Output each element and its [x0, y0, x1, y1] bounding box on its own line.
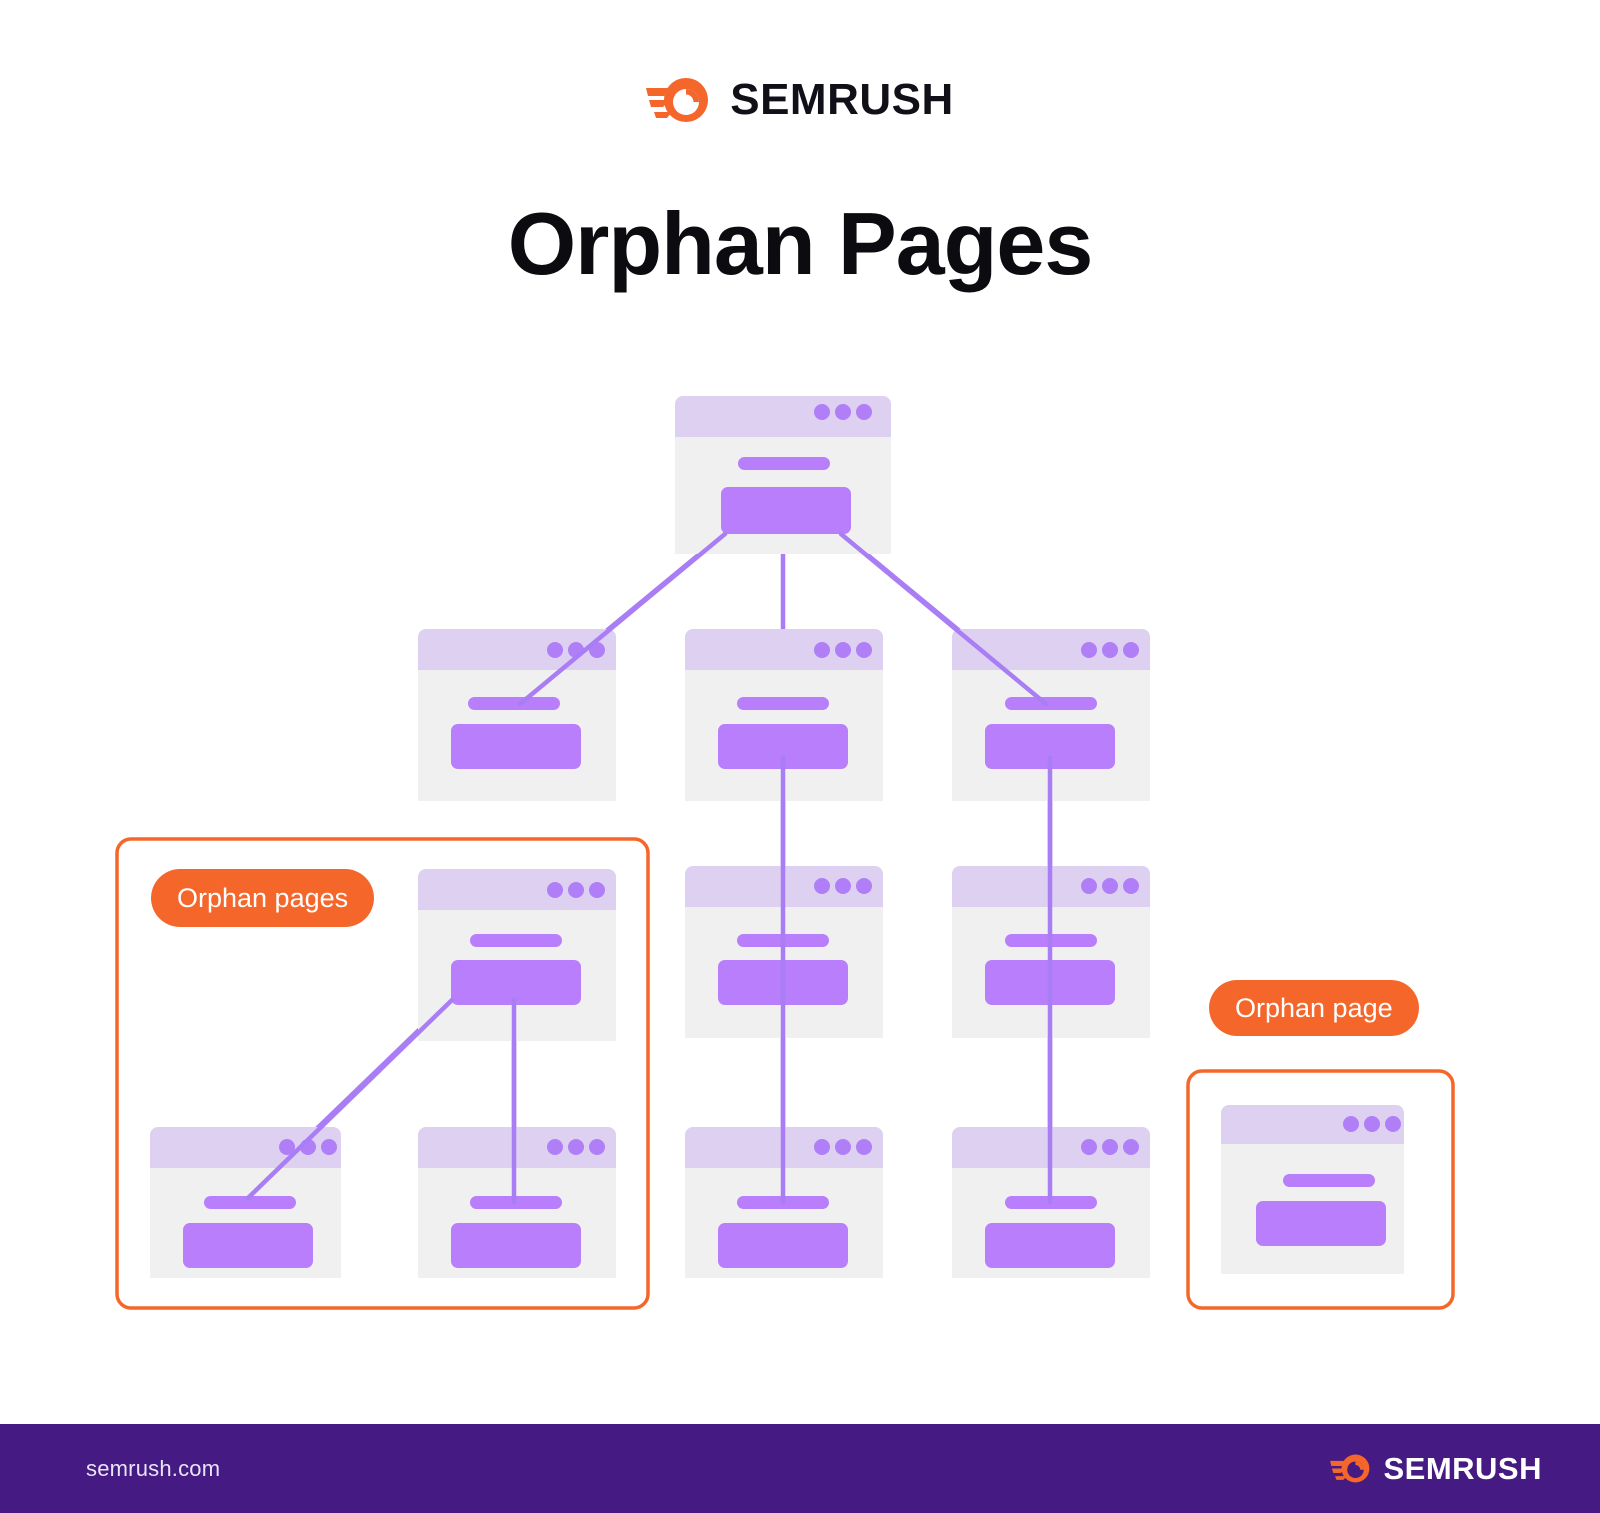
window-dot-icon: [835, 404, 851, 420]
window-dot-icon: [814, 878, 830, 894]
content-bar: [1283, 1174, 1375, 1187]
footer-url[interactable]: semrush.com: [86, 1455, 221, 1481]
window-dot-icon: [568, 1139, 584, 1155]
browser-titlebar: [675, 396, 891, 437]
node-root[interactable]: [675, 396, 891, 554]
browser-titlebar: [952, 629, 1150, 670]
window-dot-icon: [321, 1139, 337, 1155]
orphan-page-badge: Orphan page: [1209, 980, 1419, 1036]
browser-titlebar: [418, 629, 616, 670]
window-dot-icon: [1364, 1116, 1380, 1132]
content-bar: [470, 934, 562, 947]
browser-titlebar: [418, 1127, 616, 1168]
window-dot-icon: [1081, 878, 1097, 894]
node-orphan-left[interactable]: [150, 1127, 341, 1278]
content-block: [183, 1223, 313, 1268]
window-dot-icon: [1123, 642, 1139, 658]
page-title: Orphan Pages: [507, 194, 1094, 293]
window-dot-icon: [856, 878, 872, 894]
brand-wordmark: SEMRUSH: [730, 75, 954, 124]
content-bar: [737, 697, 829, 710]
content-block: [985, 724, 1115, 769]
window-dot-icon: [1081, 1139, 1097, 1155]
connector-lines-overlay: [245, 531, 1053, 1205]
diagram-canvas: [115, 396, 1455, 1310]
content-block: [1256, 1201, 1386, 1246]
window-dot-icon: [1102, 878, 1118, 894]
window-dot-icon: [814, 404, 830, 420]
link-orphan-top-to-orphan-left-overlay: [245, 997, 455, 1201]
node-l2-left[interactable]: [418, 629, 616, 801]
browser-titlebar: [418, 869, 616, 910]
window-dot-icon: [547, 1139, 563, 1155]
content-block: [451, 960, 581, 1005]
window-dot-icon: [1102, 642, 1118, 658]
orphan-pages-badge: Orphan pages: [151, 869, 375, 927]
content-bar: [738, 457, 830, 470]
orphan-single-outline: [1186, 1069, 1455, 1310]
window-dot-icon: [547, 882, 563, 898]
link-root-l2-right-overlay: [838, 531, 1049, 707]
site-architecture-diagram: Orphan pages Orphan page: [115, 396, 1455, 1310]
content-block: [451, 1223, 581, 1268]
window-dot-icon: [856, 404, 872, 420]
window-dot-icon: [589, 1139, 605, 1155]
brand-header: SEMRUSH: [0, 74, 1600, 126]
window-dot-icon: [835, 1139, 851, 1155]
semrush-comet-icon: [1330, 1454, 1370, 1483]
window-dot-icon: [856, 1139, 872, 1155]
window-dot-icon: [547, 642, 563, 658]
footer-brand: SEMRUSH: [1330, 1452, 1542, 1485]
content-block: [718, 724, 848, 769]
window-dot-icon: [1123, 878, 1139, 894]
window-dot-icon: [1102, 1139, 1118, 1155]
content-block: [718, 1223, 848, 1268]
semrush-comet-icon: [646, 78, 709, 122]
content-bar: [468, 697, 560, 710]
window-dot-icon: [279, 1139, 295, 1155]
browser-titlebar: [150, 1127, 341, 1168]
window-dot-icon: [568, 882, 584, 898]
window-dot-icon: [814, 1139, 830, 1155]
window-dot-icon: [814, 642, 830, 658]
window-dot-icon: [835, 642, 851, 658]
content-block: [985, 1223, 1115, 1268]
window-dot-icon: [1343, 1116, 1359, 1132]
content-block: [721, 487, 851, 534]
window-dot-icon: [589, 882, 605, 898]
node-orphan-top[interactable]: [418, 869, 616, 1041]
footer-bar: semrush.com SEMRUSH: [0, 1424, 1600, 1513]
footer-wordmark: SEMRUSH: [1383, 1451, 1542, 1486]
browser-titlebar: [1221, 1105, 1404, 1144]
orphan-group-outline: [115, 837, 650, 1310]
window-dot-icon: [1123, 1139, 1139, 1155]
window-dot-icon: [856, 642, 872, 658]
window-dot-icon: [835, 878, 851, 894]
link-root-l2-left-overlay: [517, 531, 728, 707]
content-bar: [204, 1196, 296, 1209]
window-dot-icon: [1385, 1116, 1401, 1132]
node-orphan-right[interactable]: [418, 1127, 616, 1278]
browser-titlebar: [685, 629, 883, 670]
content-block: [451, 724, 581, 769]
content-bar: [1005, 697, 1097, 710]
window-dot-icon: [1081, 642, 1097, 658]
node-l2-center[interactable]: [685, 629, 883, 801]
node-orphan-single[interactable]: [1221, 1105, 1404, 1274]
